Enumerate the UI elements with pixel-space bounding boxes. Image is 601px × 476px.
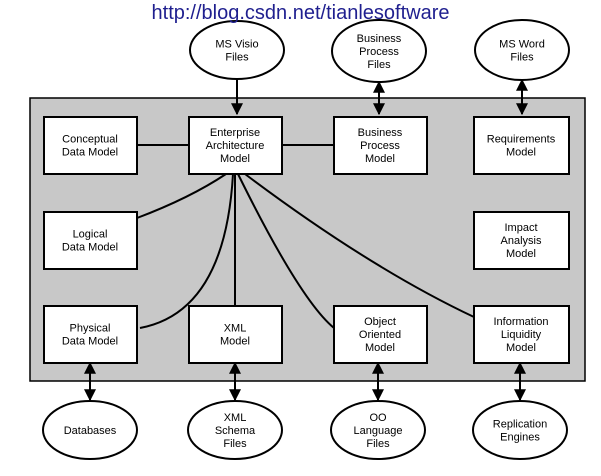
label-enterprise-line-1: Architecture [206, 140, 265, 152]
link-enterprise-physical [139, 173, 234, 329]
ellipse-databases [42, 400, 138, 460]
box-conceptual [43, 116, 138, 175]
label-bpfiles-line-2: Files [367, 59, 391, 71]
label-requirements-line-0: Requirements [487, 134, 556, 146]
label-word-line-1: Files [510, 52, 534, 64]
ellipse-word [474, 19, 570, 81]
link-enterprise-liquidity [244, 173, 475, 318]
box-impact [473, 211, 570, 270]
label-oolang-line-0: OO [369, 412, 387, 424]
label-replication-line-1: Engines [500, 432, 540, 444]
label-visio-line-0: MS Visio [215, 39, 258, 51]
label-physical-line-0: Physical [70, 323, 111, 335]
label-liquidity-line-0: Information [493, 316, 548, 328]
label-oo-line-2: Model [365, 342, 395, 354]
box-bpm [333, 116, 428, 175]
label-databases-line-0: Databases [64, 425, 117, 437]
ellipse-oolang [330, 400, 426, 460]
box-requirements [473, 116, 570, 175]
label-conceptual-line-1: Data Model [62, 147, 118, 159]
box-liquidity [473, 305, 570, 364]
label-liquidity-line-2: Model [506, 342, 536, 354]
label-requirements-line-1: Model [506, 147, 536, 159]
link-enterprise-oo [237, 173, 335, 329]
label-visio-line-1: Files [225, 52, 249, 64]
box-enterprise [188, 116, 283, 175]
label-physical-line-1: Data Model [62, 336, 118, 348]
label-impact-line-1: Analysis [501, 235, 542, 247]
label-oo-line-1: Oriented [359, 329, 401, 341]
label-bpfiles-line-1: Process [359, 46, 399, 58]
label-word-line-0: MS Word [499, 39, 545, 51]
label-oo-line-0: Object [364, 316, 396, 328]
connectors [136, 144, 475, 329]
box-physical [43, 305, 138, 364]
link-enterprise-logical [136, 173, 227, 219]
ellipse-replication [472, 400, 568, 460]
label-conceptual-line-0: Conceptual [62, 134, 118, 146]
label-bpm-line-0: Business [358, 127, 403, 139]
label-bpm-line-1: Process [360, 140, 400, 152]
label-xmlschema-line-2: Files [223, 438, 247, 450]
label-logical-line-1: Data Model [62, 242, 118, 254]
label-replication-line-0: Replication [493, 419, 547, 431]
box-logical [43, 211, 138, 270]
label-liquidity-line-1: Liquidity [501, 329, 542, 341]
box-xml [188, 305, 283, 364]
label-xml-line-1: Model [220, 336, 250, 348]
label-impact-line-0: Impact [504, 222, 537, 234]
label-xml-line-0: XML [224, 323, 247, 335]
box-oo [333, 305, 428, 364]
file-arrows [84, 78, 528, 402]
label-oolang-line-2: Files [366, 438, 390, 450]
label-xmlschema-line-0: XML [224, 412, 247, 424]
label-impact-line-2: Model [506, 248, 536, 260]
ellipse-visio [189, 20, 285, 80]
label-enterprise-line-2: Model [220, 153, 250, 165]
label-enterprise-line-0: Enterprise [210, 127, 260, 139]
ellipse-xmlschema [187, 400, 283, 460]
label-xmlschema-line-1: Schema [215, 425, 256, 437]
watermark-url: http://blog.csdn.net/tianlesoftware [151, 2, 450, 24]
label-logical-line-0: Logical [73, 229, 108, 241]
label-bpm-line-2: Model [365, 153, 395, 165]
ellipse-bpfiles [331, 19, 427, 83]
label-oolang-line-1: Language [354, 425, 403, 437]
label-bpfiles-line-0: Business [357, 33, 402, 45]
